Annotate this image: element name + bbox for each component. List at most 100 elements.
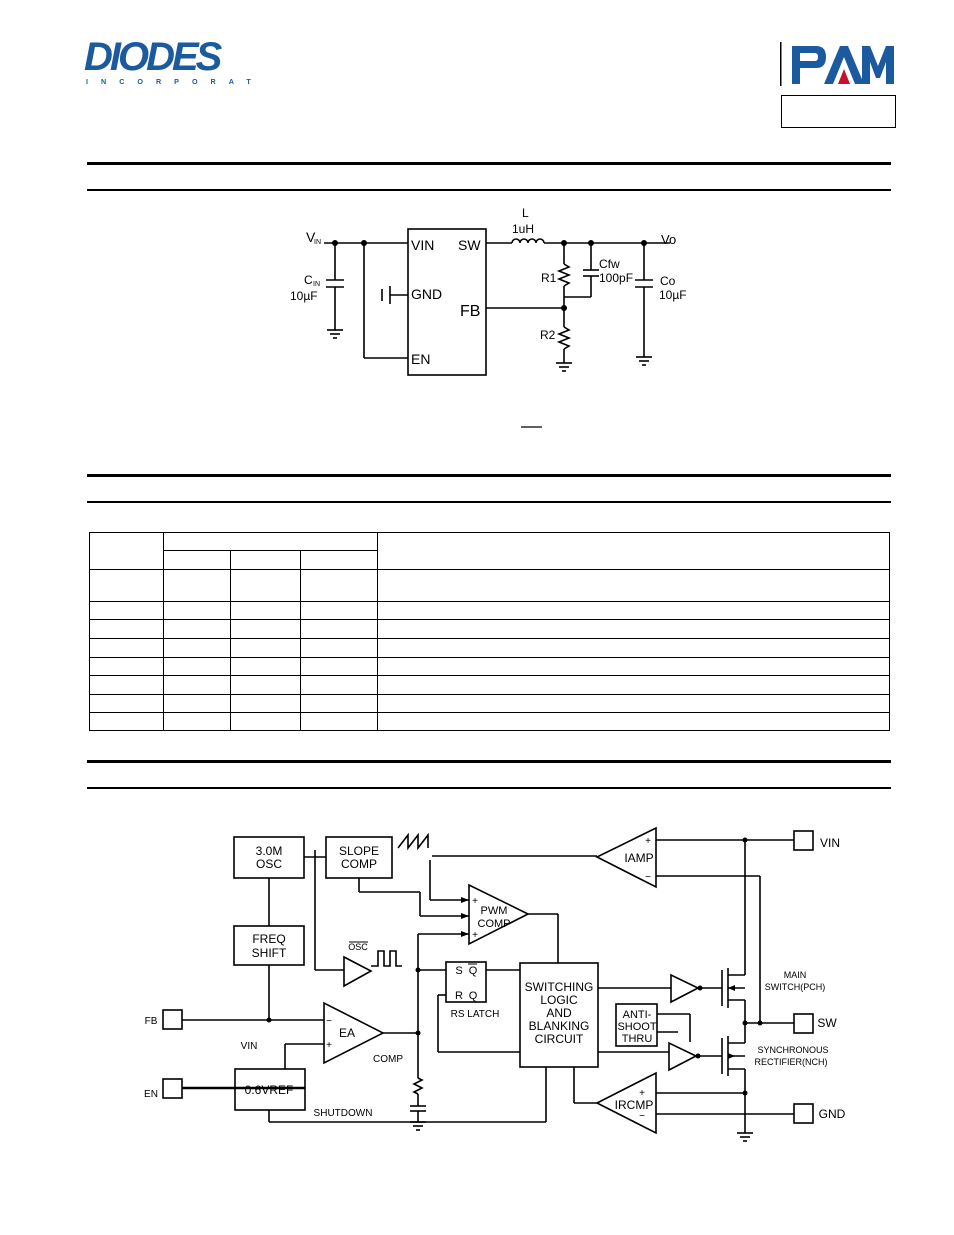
table-cell: [377, 638, 890, 658]
table-cell: [89, 638, 164, 658]
table-cell: [163, 601, 231, 620]
cfw-value: 100pF: [599, 271, 633, 285]
pwm-comp-triangle: [468, 883, 530, 946]
table-cell: [230, 601, 301, 620]
table-header-cell: [377, 532, 890, 570]
table-cell: [377, 601, 890, 620]
table-cell: [300, 694, 378, 713]
table-cell: [377, 569, 890, 602]
table-cell: [163, 657, 231, 676]
pch-driver-triangle: [670, 973, 700, 1004]
table-row: [89, 694, 890, 713]
iamp-triangle: [595, 826, 657, 889]
freq-label-1: FREQ: [252, 932, 285, 946]
table-cell: [300, 675, 378, 695]
pwm-plus-1: +: [472, 896, 478, 907]
rs-latch-label: RS LATCH: [451, 1009, 500, 1020]
pam-accent-triangle: [838, 69, 850, 84]
anti-shoot-block: [615, 1003, 658, 1047]
pam-letter-m: [862, 46, 894, 84]
ea-label: EA: [339, 1026, 355, 1040]
table-header-cell: [89, 532, 164, 570]
table-cell: [89, 657, 164, 676]
table-header-cell: [300, 550, 378, 570]
section-rule-top: [87, 162, 891, 165]
iamp-label: IAMP: [624, 851, 653, 865]
table-cell: [230, 619, 301, 639]
main-switch-label-1: MAIN: [784, 970, 807, 980]
r2-label: R2: [540, 328, 556, 342]
switching-label-4: BLANKING: [529, 1019, 590, 1033]
ic-pin-vin: VIN: [411, 237, 434, 253]
vin-label: V: [306, 229, 316, 245]
sync-rect-label-2: RECTIFIER(NCH): [755, 1057, 828, 1067]
pin-label-fb: FB: [145, 1016, 158, 1027]
table-cell: [230, 569, 301, 602]
diodes-wordmark: DIODES: [84, 38, 223, 79]
pwm-label-1: PWM: [481, 905, 508, 917]
table-row: [89, 569, 890, 602]
inductor-name: L: [522, 206, 529, 220]
ea-plus: +: [326, 1040, 332, 1051]
latch-r-label: R: [455, 990, 463, 1002]
comp-label: COMP: [373, 1054, 403, 1065]
r1-label: R1: [541, 271, 557, 285]
table-cell: [89, 675, 164, 695]
table-cell: [377, 619, 890, 639]
table-cell: [230, 712, 301, 731]
ea-triangle: [323, 1001, 385, 1065]
ic-pin-fb: FB: [460, 303, 480, 320]
table-row: [89, 657, 890, 676]
section-rule-top: [87, 760, 891, 763]
ic-pin-en: EN: [411, 351, 430, 367]
co-value: 10µF: [659, 288, 687, 302]
vin-subscript: IN: [314, 239, 321, 246]
table-cell: [377, 694, 890, 713]
ic-pin-sw: SW: [458, 237, 481, 253]
diodes-logo: DIODES INCORPORATED: [84, 38, 264, 86]
osc-bar-label: OSC: [348, 942, 368, 952]
pwm-label-2: COMP: [478, 918, 511, 930]
pam-letter-a: [824, 46, 864, 84]
ic-pin-gnd: GND: [411, 286, 442, 302]
cfw-name: Cfw: [599, 257, 620, 271]
rs-latch-block: [445, 961, 487, 1003]
section-rule-bottom: [87, 189, 891, 191]
freq-label-2: SHIFT: [252, 946, 287, 960]
vref-block: [234, 1068, 306, 1111]
table-header-cell: [163, 550, 231, 570]
anti-label-1: ANTI-: [623, 1009, 652, 1021]
application-circuit: V IN C IN 10µF VIN SW GND FB EN L 1uH R1…: [290, 206, 687, 428]
part-number-box: [781, 95, 896, 128]
osc-label-2: OSC: [256, 857, 282, 871]
table-row: [89, 638, 890, 658]
iamp-plus: +: [645, 836, 651, 847]
section-rule-bottom: [87, 787, 891, 789]
table-cell: [300, 657, 378, 676]
table-cell: [89, 569, 164, 602]
table-cell: [89, 712, 164, 731]
main-switch-label-2: SWITCH(PCH): [765, 982, 826, 992]
co-name: Co: [660, 274, 676, 288]
slope-label-2: COMP: [341, 857, 377, 871]
table-header-cell: [163, 532, 378, 551]
cin-value: 10µF: [290, 289, 318, 303]
table-cell: [230, 694, 301, 713]
switching-label-1: SWITCHING: [525, 980, 594, 994]
table-cell: [89, 694, 164, 713]
table-header-row: [89, 532, 890, 570]
table-cell: [300, 619, 378, 639]
pin-table: [89, 532, 890, 731]
latch-q-label: Q: [469, 965, 478, 977]
section-rule-bottom: [87, 501, 891, 503]
pam-logo: [780, 42, 894, 86]
table-subheader-row: [90, 550, 890, 570]
table-cell: [300, 569, 378, 602]
pam-letter-p: [792, 46, 826, 84]
anti-label-3: THRU: [622, 1033, 653, 1045]
anti-label-2: SHOOT: [617, 1021, 656, 1033]
pin-label-gnd: GND: [819, 1107, 846, 1121]
table-row: [89, 619, 890, 639]
inductor-value: 1uH: [512, 222, 534, 236]
table-row: [89, 601, 890, 620]
